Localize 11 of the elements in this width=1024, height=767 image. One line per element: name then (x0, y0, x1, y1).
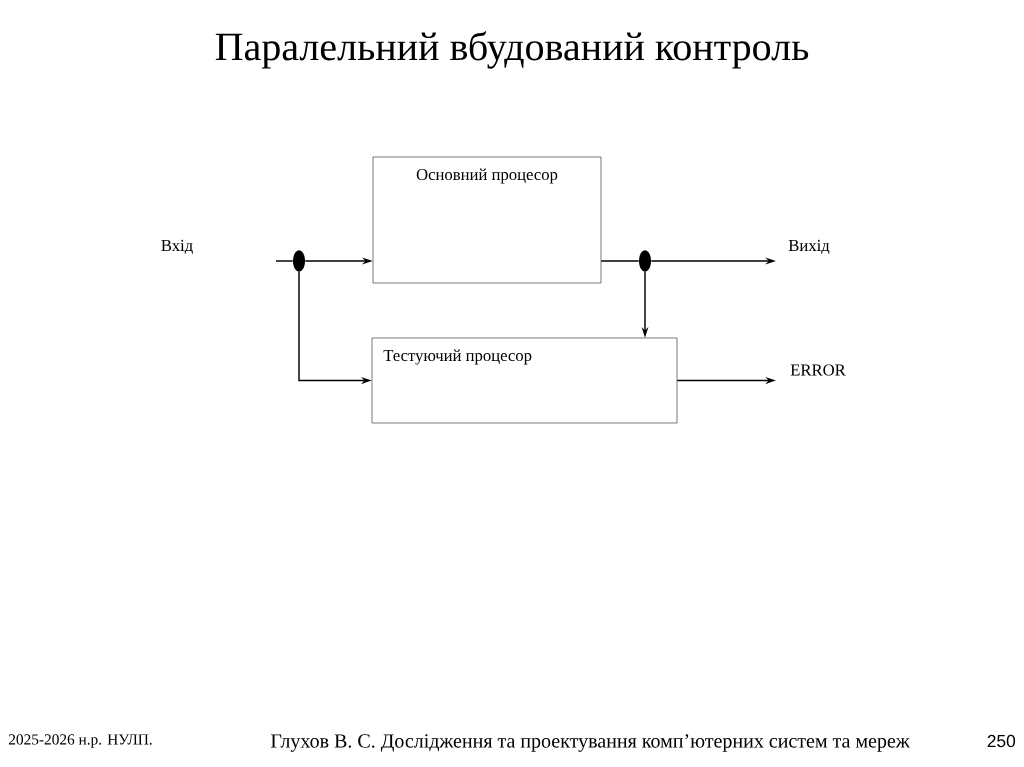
page-number: 250 (987, 734, 1016, 748)
signal-label: Вихід (788, 239, 830, 255)
junction-dot (293, 250, 305, 272)
signal-label: ERROR (790, 364, 846, 376)
process-box: Основний процесор (372, 156, 602, 284)
footer-text: 2025-2026 н.р. НУЛП. (8, 734, 152, 748)
signal-label: Вхід (161, 239, 193, 255)
process-box: Тестуючий процесор (371, 337, 678, 424)
title: Паралельний вбудований контроль (215, 31, 809, 69)
junction-dot (639, 250, 651, 272)
footer-text: Глухов В. С. Дослідження та проектування комп’ютерних систем та мереж (270, 734, 910, 752)
